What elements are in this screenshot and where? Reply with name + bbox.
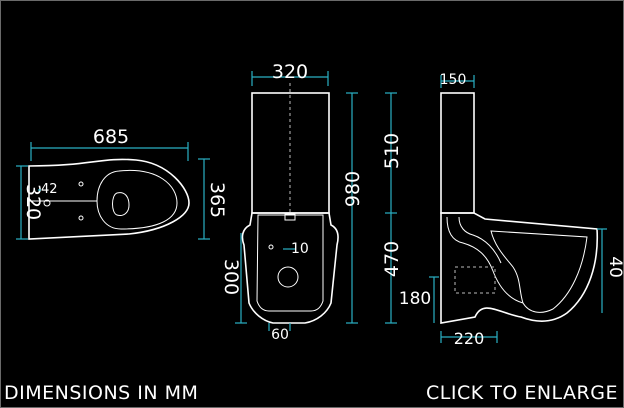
- front-fixing-point: [268, 244, 274, 250]
- dim-top-length: 685: [93, 126, 129, 148]
- top-view: 685 320 365 42: [16, 126, 228, 240]
- top-view-inner-bowl: [112, 192, 130, 216]
- side-waste-spigot: [454, 266, 496, 294]
- tap-hole: [43, 199, 51, 207]
- dim-top-front-width: 365: [206, 182, 228, 218]
- dim-top-hole: 42: [41, 182, 58, 197]
- side-trapway: [446, 216, 524, 304]
- front-flush-button: [284, 213, 296, 221]
- front-waste-outlet: [277, 266, 299, 288]
- side-cistern: [440, 92, 475, 214]
- side-trapway-inner: [458, 216, 502, 264]
- side-pan-outline: [440, 212, 599, 324]
- dim-side-waste-centre: 180: [399, 289, 431, 309]
- front-view: 320 980 300 10 60: [220, 61, 364, 343]
- dim-front-width: 320: [272, 61, 308, 83]
- dim-front-waste-height: 300: [220, 259, 242, 295]
- top-view-outline: [28, 158, 190, 240]
- dim-front-base-offset: 60: [271, 327, 289, 343]
- dim-pan-height: 470: [381, 241, 403, 277]
- front-pan-inner: [256, 214, 324, 312]
- dim-front-waste-diameter: 10: [291, 241, 309, 257]
- fixing-hole-top: [78, 181, 84, 187]
- dim-side-base-depth: 220: [454, 329, 485, 348]
- top-view-seat: [96, 169, 178, 230]
- dim-front-total-height: 980: [342, 171, 364, 207]
- dim-side-seat-drop: 40: [605, 256, 623, 278]
- side-bowl-interior: [490, 230, 588, 313]
- fixing-hole-bottom: [78, 215, 84, 221]
- front-pan-outline: [241, 212, 339, 324]
- dim-cistern-height: 510: [381, 133, 403, 169]
- dim-top-rear-width: 320: [22, 184, 44, 220]
- front-cistern: [251, 92, 330, 214]
- units-caption: DIMENSIONS IN MM: [4, 382, 199, 404]
- enlarge-link[interactable]: CLICK TO ENLARGE: [426, 382, 618, 404]
- dim-side-cistern-depth: 150: [440, 72, 467, 88]
- side-view: 150 510 470 180 220 40: [381, 72, 623, 348]
